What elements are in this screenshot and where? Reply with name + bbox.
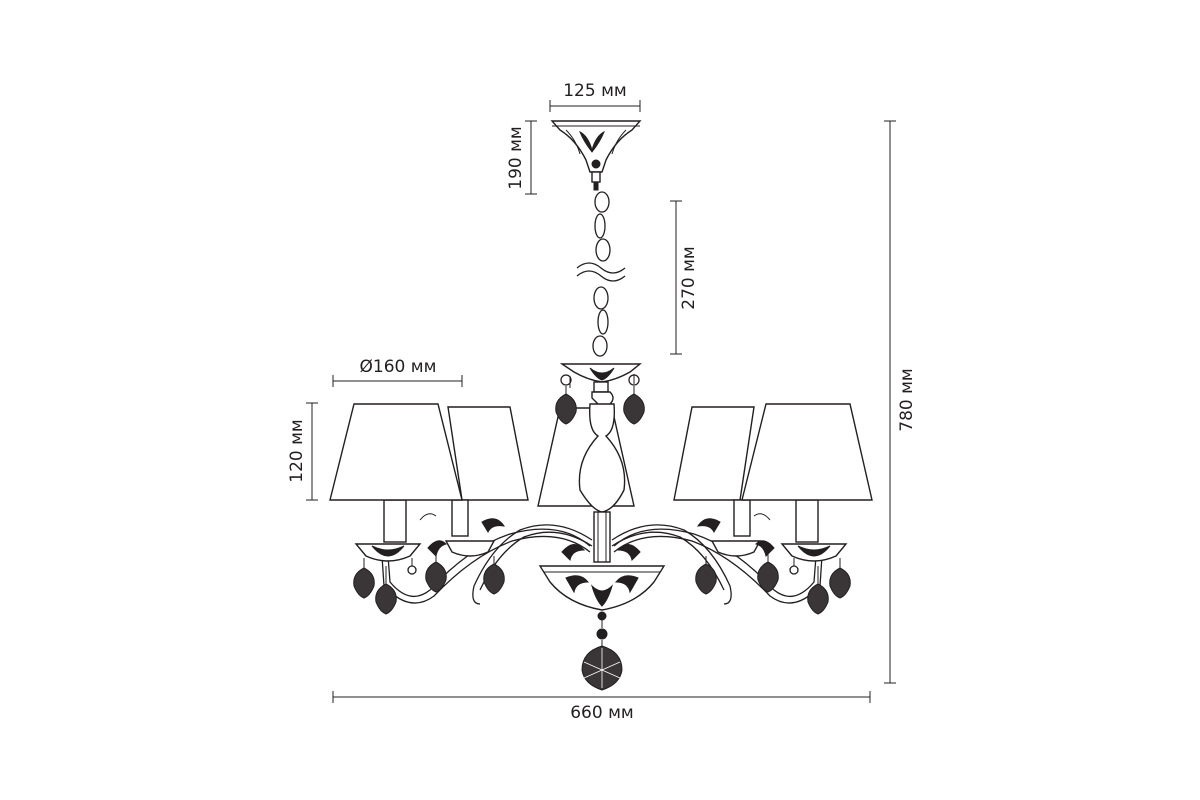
crystal-right-back	[695, 556, 717, 595]
dimension-total-height: 780 мм	[884, 120, 917, 684]
lamp-shade-back-left	[447, 406, 529, 501]
lamp-shade-back-right	[673, 406, 755, 501]
suspension-chain	[576, 191, 626, 357]
crystal-crown-right	[623, 386, 645, 425]
bobeche-left-back	[444, 540, 496, 557]
leaf-ornaments	[419, 513, 775, 562]
crystal-bottom-ball	[581, 628, 623, 691]
central-bowl	[538, 565, 666, 628]
ceiling-canopy	[550, 120, 642, 191]
central-baluster	[578, 381, 626, 563]
label-canopy-width: 125 мм	[563, 81, 627, 101]
crystal-left-back	[483, 556, 505, 595]
dimension-shade-height: 120 мм	[287, 402, 318, 501]
dimension-canopy-width: 125 мм	[549, 81, 641, 112]
label-canopy-height: 190 мм	[506, 126, 526, 190]
dimension-total-width: 660 мм	[332, 691, 871, 723]
bobeche-right-front	[780, 543, 848, 562]
label-total-width: 660 мм	[570, 703, 634, 723]
bobeche-left-front	[354, 543, 422, 562]
label-total-height: 780 мм	[897, 368, 917, 432]
crystal-left-front	[353, 552, 447, 615]
lamp-shade-front-left	[329, 403, 463, 501]
label-shade-diameter: Ø160 мм	[360, 357, 437, 377]
dimension-chain-length: 270 мм	[670, 200, 699, 355]
bobeche-right-back	[710, 540, 762, 557]
label-shade-height: 120 мм	[287, 419, 307, 483]
crystal-crown-left	[555, 386, 577, 425]
dimension-shade-diameter: Ø160 мм	[332, 357, 463, 387]
crystal-right-front	[757, 552, 851, 615]
lamp-shade-front-right	[741, 403, 873, 501]
label-chain-length: 270 мм	[679, 246, 699, 310]
dimension-canopy-height: 190 мм	[506, 120, 537, 195]
crystal-drops	[353, 386, 851, 691]
